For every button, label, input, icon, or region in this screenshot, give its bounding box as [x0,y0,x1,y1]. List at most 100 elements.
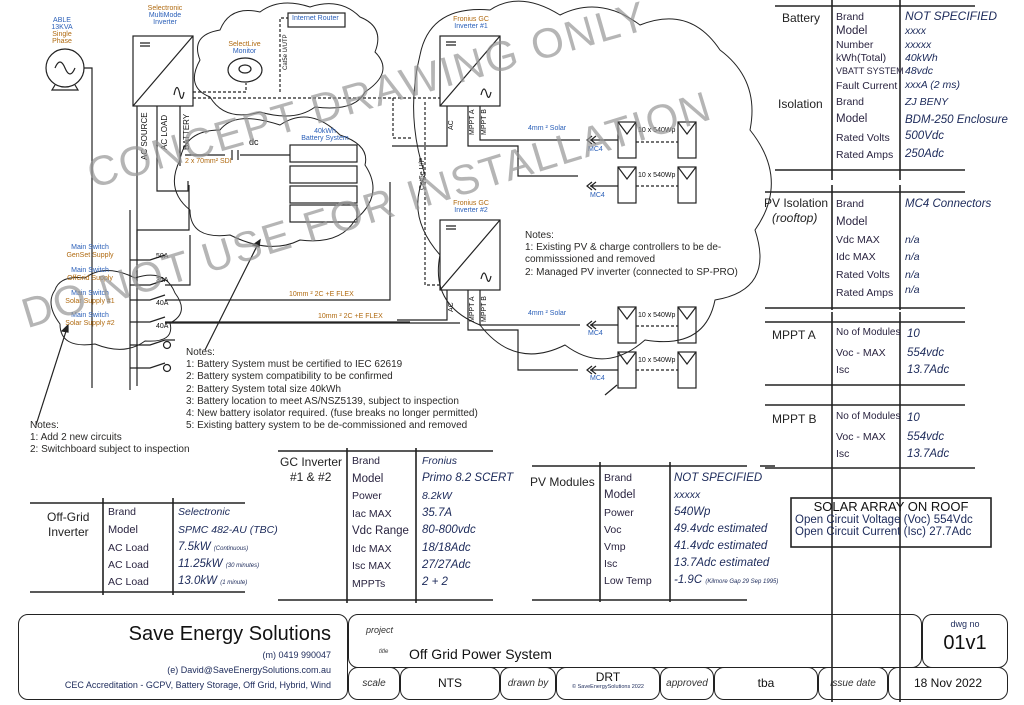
spec-key: Rated Amps [836,149,894,161]
notes-title: Notes: [186,347,215,358]
flex-cable-1-label: 10mm ² 2C +E FLEX [289,291,354,298]
section-label: PV Isolation [764,196,829,210]
spec-value: 250Adc [905,148,945,160]
spec-key: Vdc Range [352,525,409,537]
spec-key: Voc [604,524,622,536]
dc-cable-label: 2 x 70mm² SDI [185,158,232,165]
dwg-no-label: dwg no [950,619,980,629]
scale-label: scale [362,678,386,689]
spec-value: 13.0kW (1 minute) [178,575,247,587]
switch-label: Main Switch [71,290,109,297]
ac-load-note: (30 minutes) [225,563,260,569]
mc4-label: MC4 [590,375,605,382]
generator-label: ABLE 13KVA Single Phase [42,17,82,45]
spec-value: SPMC 482-AU (TBC) [178,524,278,536]
spec-key: AC Load [108,542,149,554]
spec-value: -1.9C (Kilmore Gap 29 Sep 1995) [674,574,778,586]
switch-label: GenSet Supply [66,252,114,259]
spec-key: Brand [352,455,381,467]
port-mppt-b-1: MPPT B [481,109,488,135]
solar-array-box [790,497,992,548]
spec-key: AC Load [108,559,149,571]
spec-key: MPPTs [352,578,386,590]
port-mppt-a-1: MPPT A [469,109,476,135]
spec-key: Fault Current [836,80,898,92]
spec-value: Fronius [422,455,458,467]
switch-genset-label: Main Switch GenSet Supply [55,244,125,260]
spec-key: Brand [604,472,633,484]
ac-load-value: 7.5kW [178,541,211,553]
company-phone: (m) 0419 990047 [262,650,331,660]
solar-array-isc: Open Circuit Current (Isc) 27.7Adc [795,526,972,538]
spec-key: Idc MAX [352,543,392,555]
ac-load-value: 11.25kW [178,558,223,570]
offgrid-inverter-label: Selectronic MultiMode Inverter [135,5,195,26]
spec-key: Model [604,489,636,501]
issue-date-value: 18 Nov 2022 [913,676,983,690]
string-label: 10 x 540Wp [638,172,676,179]
spec-key: Rated Volts [836,269,890,281]
battery-system-label: 40kWh Battery System [295,128,355,142]
dwg-no-block: dwg no 01v1 [922,614,1008,668]
note-item: 1: Existing PV & charge controllers to b… [525,242,722,254]
section-label: MPPT A [772,328,816,342]
spec-value: 554vdc [907,431,945,443]
spec-key: Iac MAX [352,508,392,520]
spec-key: Model [836,113,868,125]
spec-key: Brand [836,11,865,23]
spec-value: 13.7Adc [907,448,950,460]
monitor-name: SelectLive [228,41,261,48]
solar-array-voc: Open Circuit Voltage (Voc) 554Vdc [795,514,973,526]
title-label: title [379,649,389,655]
switch-label: Main Switch [71,267,109,274]
dc-label: dc [249,137,259,147]
spec-key: Isc [836,448,850,460]
spec-value: 27/27Adc [422,559,471,571]
spec-value: n/a [905,234,920,246]
scale-label-cell: scale [348,667,400,700]
ac-load-note: (1 minute) [220,580,248,586]
section-label: #1 & #2 [290,470,332,484]
offgrid-inverter-box [132,35,194,107]
section-label: Isolation [778,97,823,111]
battery-cloud [173,116,374,247]
section-label: PV Modules [530,475,595,489]
issue-label-cell: issue date [818,667,888,700]
spec-key: Isc [836,364,850,376]
solar-cable-label: 4mm ² Solar [528,125,567,132]
spec-key: kWh(Total) [836,52,887,64]
generator-model: ABLE 13KVA [51,17,73,31]
dwg-no-value: 01v1 [943,632,987,654]
string-label: 10 x 540Wp [638,312,676,319]
flex-cable-2-label: 10mm ² 2C +E FLEX [318,313,383,320]
spec-key: No of Modules [836,411,901,422]
gc-inverter-1-label: Fronius GC Inverter #1 [446,16,496,30]
switch-offgrid-label: Main Switch OffGrid Supply [55,267,125,283]
spec-value: 10 [907,328,920,340]
spec-key: Model [108,524,138,536]
scale-value: NTS [438,676,462,690]
spec-value: Primo 8.2 SCERT [422,472,514,484]
note-item: 1: Add 2 new circuits [30,432,122,444]
gc-inverter-1-brand: Fronius GC [453,16,489,23]
spec-key: Number [836,39,874,51]
spec-key: Power [352,490,382,502]
spec-key: Idc MAX [836,251,876,263]
switch-rating: 35A [156,277,169,284]
battery-name: Battery System [301,135,349,142]
spec-key: No of Modules [836,327,901,338]
spec-value: 13.7Adc estimated [674,557,770,569]
string-label: 10 x 540Wp [638,357,676,364]
spec-value: 500Vdc [905,130,945,142]
gc-inverter-2-num: Inverter #2 [454,207,488,214]
solar-array-summary: SOLAR ARRAY ON ROOF Open Circuit Voltage… [793,499,989,538]
generator-cable [84,67,93,388]
spec-key: Brand [836,198,865,210]
mc4-label: MC4 [590,192,605,199]
note-item: 1: Battery System must be certified to I… [186,359,403,371]
switch-label: OffGrid Supply [67,275,113,282]
drawn-value-cell: DRT © SaveEnergySolutions 2022 [556,667,660,700]
spec-key: Isc [604,558,618,570]
note-item: commisssioned and removed [525,254,656,266]
